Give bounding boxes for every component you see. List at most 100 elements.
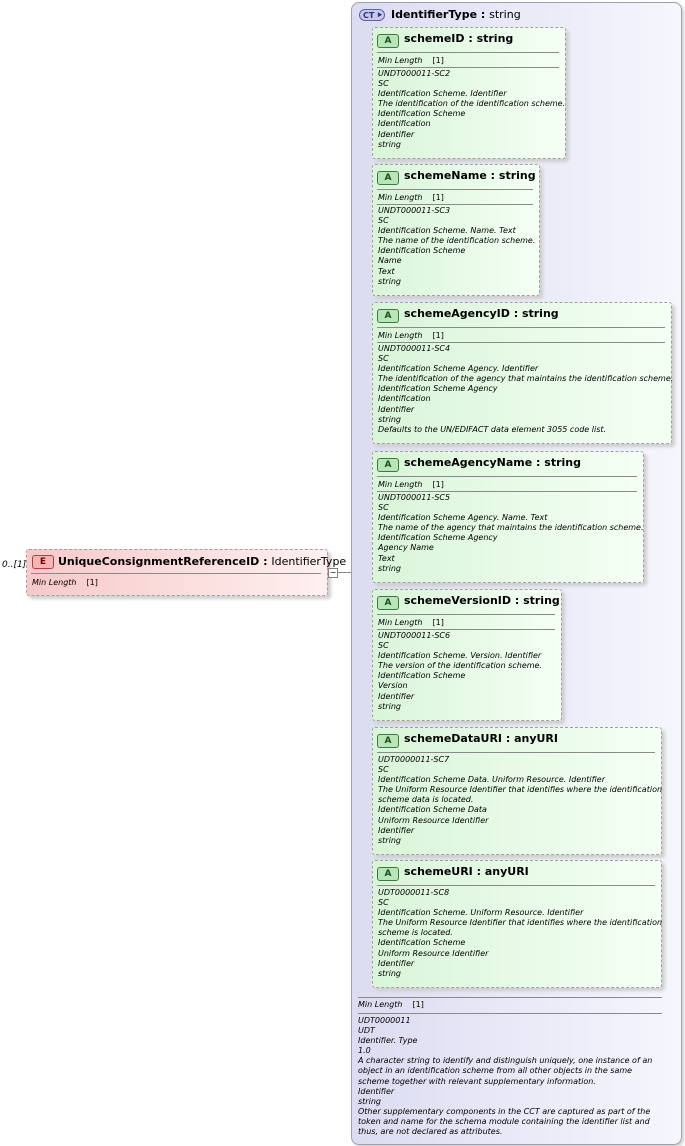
complex-type-type: string [489,8,521,21]
doc-line: UDT0000011-SC8 [378,888,450,897]
doc-line: UDT0000011 [358,1016,411,1025]
doc-line: string [378,701,401,711]
attribute-title: schemeAgencyID : string [404,307,559,320]
doc-line: SC [378,898,389,908]
facet-value: [1] [432,193,444,202]
doc-line: Identification [378,119,431,129]
doc-line: SC [378,216,389,226]
attribute-type: string [521,307,559,320]
attribute-separator [377,204,533,205]
element-separator [31,573,321,574]
doc-line: scheme is located. [378,928,453,938]
doc-line: SC [378,765,389,775]
doc-line: Identification Scheme [378,246,466,256]
attribute-separator [377,885,655,886]
doc-line: Identification Scheme. Identifier [378,89,507,99]
complex-type-separator-bottom [358,1013,662,1014]
doc-line: Identifier [378,958,415,968]
doc-line: Identification Scheme Data [378,805,487,815]
attribute-badge-icon: A [377,596,399,610]
doc-line: SC [378,503,389,513]
doc-line: The name of the agency that maintains th… [378,523,644,533]
attribute-separator [377,342,665,343]
complex-type-title: IdentifierType : string [391,8,521,21]
facet-value: [1] [86,578,98,587]
attribute-type: string [476,32,514,45]
attribute-name: schemeURI [404,865,473,878]
doc-line: Text [378,553,395,563]
facet-value: [1] [432,618,444,627]
doc-line: Agency Name [378,543,434,553]
attribute-name: schemeAgencyID [404,307,510,320]
doc-line: object in an identification scheme from … [358,1066,633,1076]
attribute-separator [377,327,665,328]
doc-line: The identification of the identification… [378,99,566,109]
attribute-type: string [544,456,581,469]
attribute-name: schemeID [404,32,465,45]
doc-line: Identifier [378,691,415,701]
facet-value: [1] [432,56,444,65]
element-title: UniqueConsignmentReferenceID : Identifie… [58,555,347,568]
attribute-name: schemeDataURI [404,732,503,745]
doc-line: Identifier [358,1086,395,1096]
element-facet: Min Length[1] [32,578,98,587]
attribute-facet: Min Length [1] [378,193,444,202]
doc-line: Identification Scheme. Name. Text [378,226,516,236]
collapse-toggle-icon[interactable]: − [328,568,338,578]
doc-line: UDT [358,1026,375,1036]
attribute-type: anyURI [514,732,558,745]
element-name: UniqueConsignmentReferenceID [58,555,260,568]
attribute-title: schemeID : string [404,32,514,45]
facet-label: Min Length [378,56,423,65]
doc-line: Uniform Resource Identifier [378,948,489,958]
doc-line: Identification Scheme Agency [378,533,498,543]
doc-line: string [378,139,401,149]
doc-line: UNDT000011-SC2 [378,69,451,78]
doc-line: string [378,835,401,845]
doc-line: token and name for the schema module con… [358,1116,650,1126]
facet-label: Min Length [378,193,423,202]
doc-line: string [378,563,401,573]
attribute-separator [377,752,655,753]
facet-value: [1] [432,331,444,340]
attribute-type: anyURI [484,865,529,878]
doc-line: 1.0 [358,1046,371,1056]
doc-line: scheme data is located. [378,795,474,805]
attribute-type: string [498,169,536,182]
attribute-name: schemeVersionID [404,594,512,607]
attribute-badge-icon: A [377,171,399,185]
doc-line: SC [378,354,389,364]
attribute-badge-icon: A [377,34,399,48]
doc-line: Identification Scheme. Uniform Resource.… [378,908,584,918]
element-box[interactable]: E UniqueConsignmentReferenceID : Identif… [26,549,346,596]
attribute-badge-icon: A [377,309,399,323]
doc-line: Identifier [378,825,415,835]
doc-line: The name of the identification scheme. [378,236,536,246]
doc-line: Other supplementary components in the CC… [358,1106,651,1116]
attribute-title: schemeAgencyName : string [404,456,581,469]
facet-label: Min Length [378,480,423,489]
doc-line: UDT0000011-SC7 [378,755,450,764]
attribute-facet: Min Length [1] [378,331,444,340]
doc-line: string [378,414,401,424]
doc-line: Identification Scheme [378,671,466,681]
facet-label: Min Length [378,331,423,340]
attribute-name: schemeAgencyName [404,456,533,469]
attribute-name: schemeName [404,169,487,182]
doc-line: A character string to identify and disti… [358,1056,653,1066]
doc-line: Defaults to the UN/EDIFACT data element … [378,424,607,434]
attribute-separator [377,52,559,53]
facet-label: Min Length [358,1000,403,1009]
complex-type-name: IdentifierType [391,8,478,21]
